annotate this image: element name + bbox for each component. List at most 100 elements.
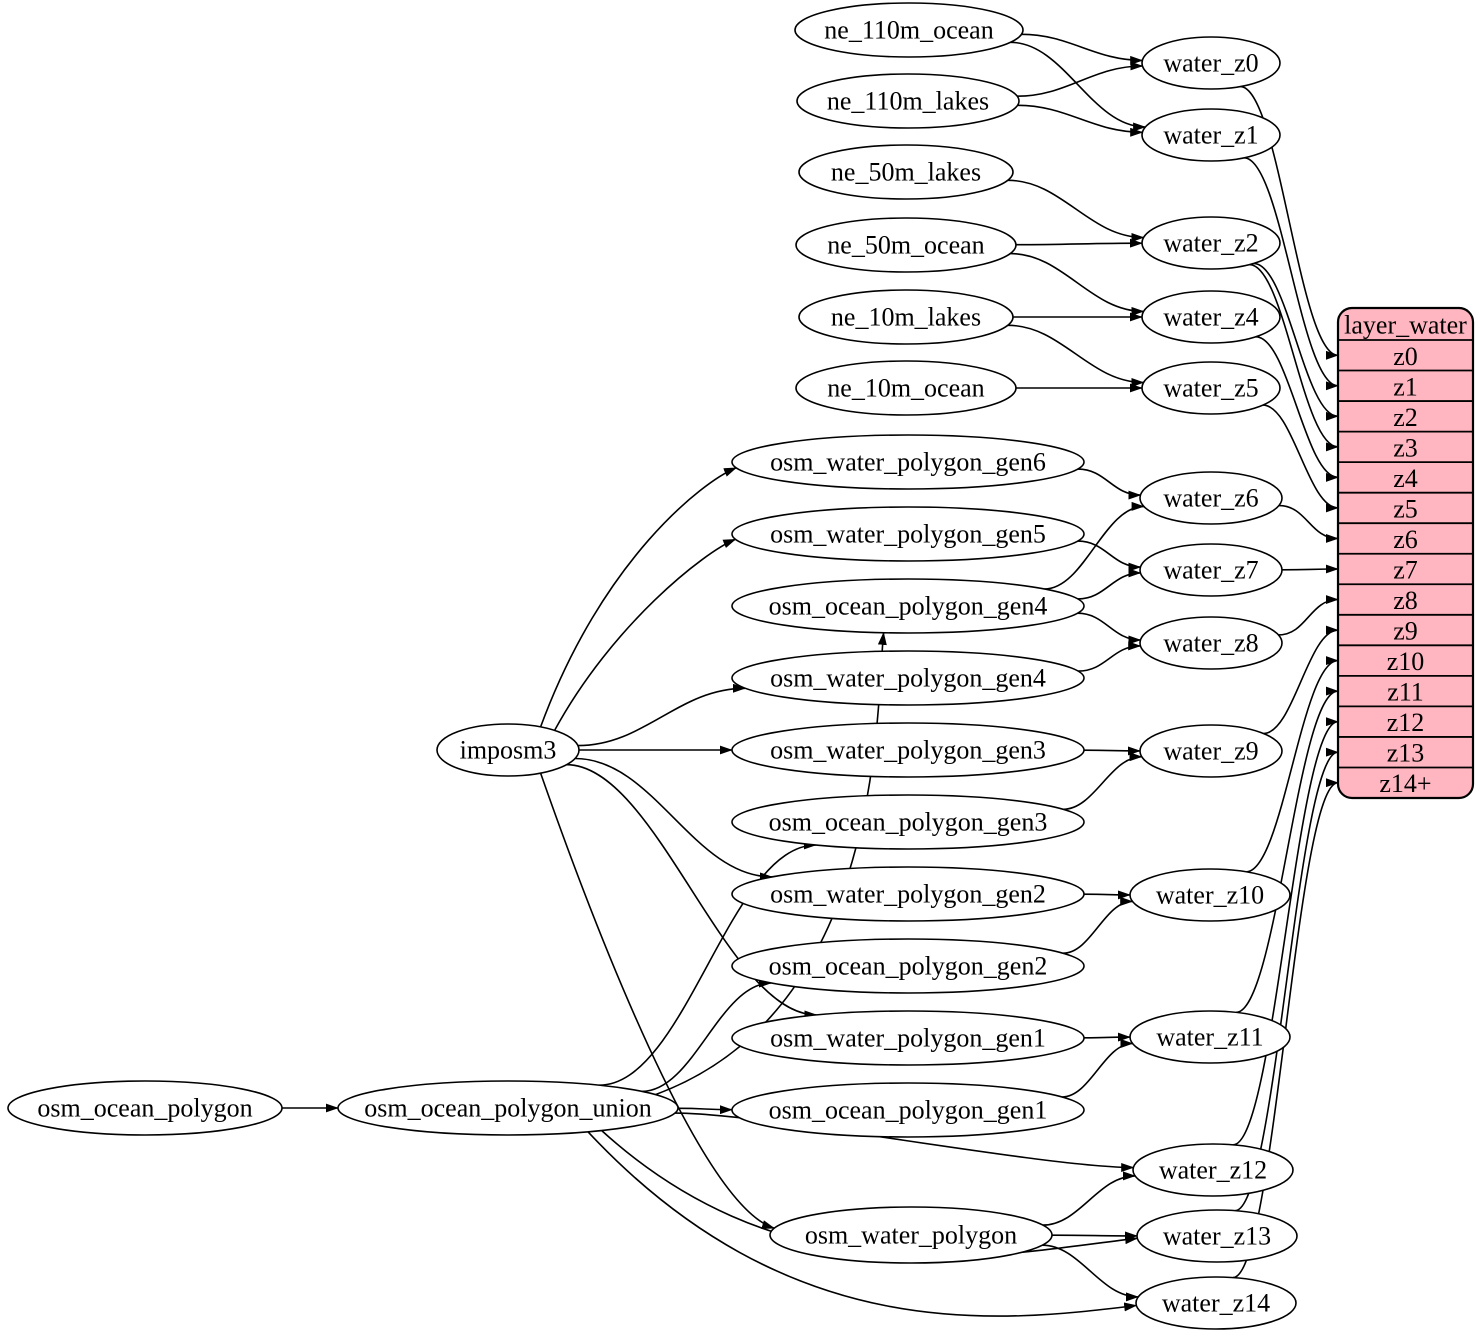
node-osm_water_polygon: osm_water_polygon — [769, 1206, 1053, 1264]
table-row-z2: z2 — [1393, 403, 1418, 432]
node-shape-water_z6 — [1139, 471, 1283, 525]
edge-water_z5-to-layer_water-z5 — [1262, 404, 1339, 513]
node-ne_10m_ocean: ne_10m_ocean — [795, 360, 1017, 416]
node-shape-osm_ocean_polygon_gen2 — [731, 938, 1085, 994]
node-water_z2: water_z2 — [1141, 216, 1281, 270]
edge-water_z7-to-layer_water-z7 — [1281, 564, 1339, 574]
node-shape-water_z11 — [1129, 1010, 1291, 1064]
node-water_z8: water_z8 — [1139, 616, 1283, 670]
node-shape-water_z14 — [1135, 1276, 1297, 1330]
node-shape-imposm3 — [436, 723, 580, 777]
node-osm_water_polygon_gen6: osm_water_polygon_gen6 — [731, 434, 1085, 490]
node-shape-ne_50m_lakes — [798, 144, 1014, 200]
edge-osm_ocean_polygon_gen4-to-water_z8 — [1077, 612, 1142, 645]
table-row-z12: z12 — [1387, 708, 1425, 737]
node-shape-ne_10m_ocean — [795, 360, 1017, 416]
node-shape-water_z10 — [1129, 868, 1291, 922]
node-osm_ocean_polygon_gen2: osm_ocean_polygon_gen2 — [731, 938, 1085, 994]
node-label-water_z0: water_z0 — [1163, 49, 1258, 78]
edge-ne_110m_ocean-to-water_z0 — [1021, 33, 1144, 65]
edge-osm_ocean_polygon_gen2-to-water_z10 — [1063, 896, 1134, 954]
edge-ne_50m_ocean-to-water_z2 — [1015, 238, 1143, 248]
node-shape-osm_water_polygon_gen3 — [731, 722, 1085, 778]
node-label-ne_110m_ocean: ne_110m_ocean — [824, 16, 993, 45]
edge-osm_ocean_polygon_union-to-osm_ocean_polygon_gen2 — [641, 978, 772, 1093]
edge-ne_110m_lakes-to-water_z0 — [1017, 61, 1144, 97]
node-osm_ocean_polygon: osm_ocean_polygon — [7, 1080, 283, 1136]
edge-water_z1-to-layer_water-z1 — [1243, 157, 1339, 391]
edge-osm_ocean_polygon_gen4-to-water_z7 — [1077, 568, 1142, 600]
edge-water_z12-to-layer_water-z12 — [1232, 717, 1339, 1146]
node-ne_50m_lakes: ne_50m_lakes — [798, 144, 1014, 200]
edge-osm_ocean_polygon_union-to-water_z14 — [587, 1131, 1138, 1317]
node-water_z11: water_z11 — [1129, 1010, 1291, 1064]
node-shape-osm_water_polygon — [769, 1206, 1053, 1264]
edge-imposm3-to-osm_water_polygon_gen4 — [577, 683, 747, 747]
node-label-imposm3: imposm3 — [460, 736, 557, 765]
node-shape-water_z4 — [1141, 290, 1281, 344]
node-water_z1: water_z1 — [1141, 108, 1281, 162]
node-shape-water_z1 — [1141, 108, 1281, 162]
table-row-z11: z11 — [1387, 678, 1424, 707]
edge-osm_water_polygon_gen1-to-water_z11 — [1083, 1032, 1131, 1042]
table-title: layer_water — [1344, 311, 1467, 340]
edge-ne_10m_lakes-to-water_z5 — [1007, 324, 1145, 387]
node-label-osm_water_polygon: osm_water_polygon — [805, 1221, 1017, 1250]
node-label-water_z4: water_z4 — [1163, 303, 1258, 332]
node-osm_ocean_polygon_union: osm_ocean_polygon_union — [337, 1080, 679, 1136]
node-label-water_z6: water_z6 — [1163, 484, 1258, 513]
edge-osm_water_polygon-to-water_z13 — [1051, 1231, 1138, 1241]
edge-ne_50m_ocean-to-water_z4 — [1010, 252, 1145, 316]
edge-osm_water_polygon-to-water_z12 — [1042, 1171, 1136, 1226]
node-label-water_z1: water_z1 — [1163, 121, 1258, 150]
edge-water_z9-to-layer_water-z9 — [1263, 625, 1339, 735]
edge-osm_water_polygon_gen3-to-water_z9 — [1083, 746, 1141, 756]
edge-imposm3-to-osm_water_polygon_gen1 — [566, 763, 818, 1020]
node-shape-osm_water_polygon_gen6 — [731, 434, 1085, 490]
node-ne_50m_ocean: ne_50m_ocean — [795, 217, 1017, 273]
node-label-osm_ocean_polygon_gen2: osm_ocean_polygon_gen2 — [769, 952, 1048, 981]
node-shape-water_z9 — [1139, 724, 1283, 778]
node-osm_ocean_polygon_gen3: osm_ocean_polygon_gen3 — [731, 794, 1085, 850]
node-osm_water_polygon_gen2: osm_water_polygon_gen2 — [731, 866, 1085, 922]
node-shape-water_z13 — [1136, 1209, 1298, 1263]
node-water_z14: water_z14 — [1135, 1276, 1297, 1330]
node-shape-osm_ocean_polygon — [7, 1080, 283, 1136]
edge-water_z11-to-layer_water-z11 — [1235, 686, 1339, 1014]
node-shape-osm_water_polygon_gen4 — [731, 650, 1085, 706]
table-row-z3: z3 — [1393, 433, 1418, 462]
node-water_z5: water_z5 — [1141, 361, 1281, 415]
node-imposm3: imposm3 — [436, 723, 580, 777]
table-row-z7: z7 — [1393, 556, 1418, 585]
table-row-z4: z4 — [1393, 464, 1418, 493]
node-shape-osm_ocean_polygon_gen3 — [731, 794, 1085, 850]
edge-water_z4-to-layer_water-z4 — [1255, 336, 1339, 482]
node-shape-ne_110m_lakes — [796, 73, 1020, 129]
edge-osm_water_polygon_gen2-to-water_z10 — [1083, 890, 1131, 900]
node-shape-water_z8 — [1139, 616, 1283, 670]
node-water_z4: water_z4 — [1141, 290, 1281, 344]
table-row-z5: z5 — [1393, 494, 1418, 523]
edge-osm_ocean_polygon_gen3-to-water_z9 — [1063, 752, 1143, 811]
node-shape-water_z5 — [1141, 361, 1281, 415]
edge-water_z6-to-layer_water-z6 — [1278, 504, 1339, 543]
node-label-water_z9: water_z9 — [1163, 737, 1258, 766]
node-water_z0: water_z0 — [1141, 36, 1281, 90]
node-label-osm_water_polygon_gen1: osm_water_polygon_gen1 — [770, 1024, 1046, 1053]
node-label-osm_ocean_polygon: osm_ocean_polygon — [37, 1094, 252, 1123]
node-label-osm_ocean_polygon_gen4: osm_ocean_polygon_gen4 — [769, 592, 1048, 621]
edge-osm_ocean_polygon_union-to-osm_ocean_polygon_gen1 — [677, 1105, 733, 1115]
node-label-water_z12: water_z12 — [1159, 1156, 1267, 1185]
edge-ne_110m_ocean-to-water_z1 — [1010, 41, 1147, 132]
node-label-water_z13: water_z13 — [1163, 1222, 1271, 1251]
table-row-z6: z6 — [1393, 525, 1418, 554]
node-label-ne_50m_lakes: ne_50m_lakes — [831, 158, 981, 187]
node-shape-osm_water_polygon_gen1 — [731, 1010, 1085, 1066]
table-row-z9: z9 — [1393, 617, 1418, 646]
node-osm_water_polygon_gen4: osm_water_polygon_gen4 — [731, 650, 1085, 706]
node-shape-ne_110m_ocean — [794, 2, 1024, 58]
node-shape-osm_water_polygon_gen5 — [731, 506, 1085, 562]
edge-osm_ocean_polygon_union-to-water_z12 — [674, 1112, 1135, 1172]
node-label-osm_water_polygon_gen3: osm_water_polygon_gen3 — [770, 736, 1046, 765]
node-water_z13: water_z13 — [1136, 1209, 1298, 1263]
